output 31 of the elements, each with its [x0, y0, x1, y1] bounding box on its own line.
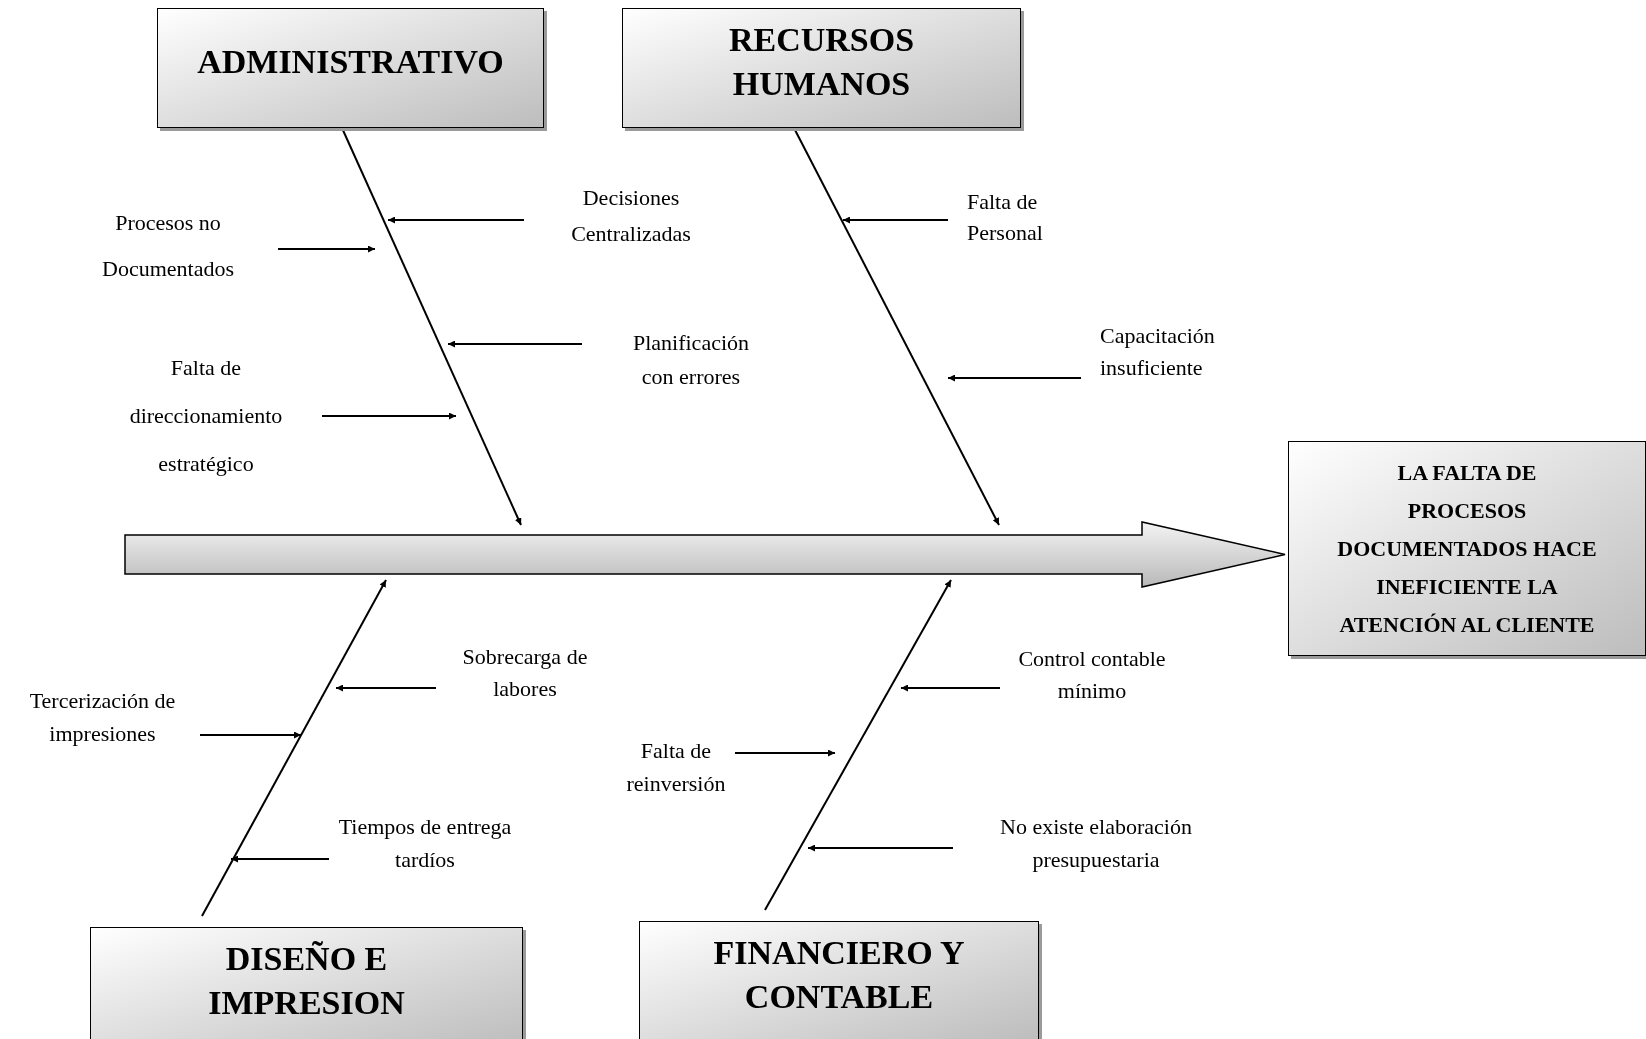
- arrow: [321, 412, 457, 420]
- arrow: [734, 749, 836, 757]
- category-box: ADMINISTRATIVO: [157, 8, 544, 128]
- cause-label: Falta de reinversión: [616, 734, 736, 800]
- cause-label: Falta de direccionamiento estratégico: [106, 344, 306, 488]
- arrow: [842, 216, 949, 224]
- arrow: [807, 844, 954, 852]
- arrow: [447, 340, 583, 348]
- arrow: [387, 216, 525, 224]
- arrow: [900, 684, 1001, 692]
- arrow: [277, 245, 376, 253]
- category-box: FINANCIERO Y CONTABLE: [639, 921, 1039, 1039]
- category-box: DISEÑO E IMPRESION: [90, 927, 523, 1039]
- cause-label: Decisiones Centralizadas: [536, 180, 726, 252]
- cause-label: Control contable mínimo: [992, 643, 1192, 707]
- cause-label: Procesos no Documentados: [78, 200, 258, 292]
- arrow: [947, 374, 1082, 382]
- cause-label: Falta de Personal: [967, 186, 1077, 248]
- cause-label: No existe elaboración presupuestaria: [971, 810, 1221, 876]
- arrow: [764, 579, 952, 911]
- arrow: [335, 684, 437, 692]
- cause-label: Capacitación insuficiente: [1100, 320, 1250, 384]
- cause-label: Tercerización de impresiones: [10, 684, 195, 750]
- cause-label: Planificación con errores: [616, 326, 766, 394]
- arrow: [230, 855, 330, 863]
- arrow: [199, 731, 302, 739]
- cause-label: Sobrecarga de labores: [440, 641, 610, 705]
- category-box: RECURSOS HUMANOS: [622, 8, 1021, 128]
- cause-label: Tiempos de entrega tardíos: [310, 810, 540, 876]
- effect-box: LA FALTA DE PROCESOS DOCUMENTADOS HACE INEFICIENTE LA ATENCIÓN AL CLIENTE: [1288, 441, 1646, 656]
- arrow: [201, 579, 387, 917]
